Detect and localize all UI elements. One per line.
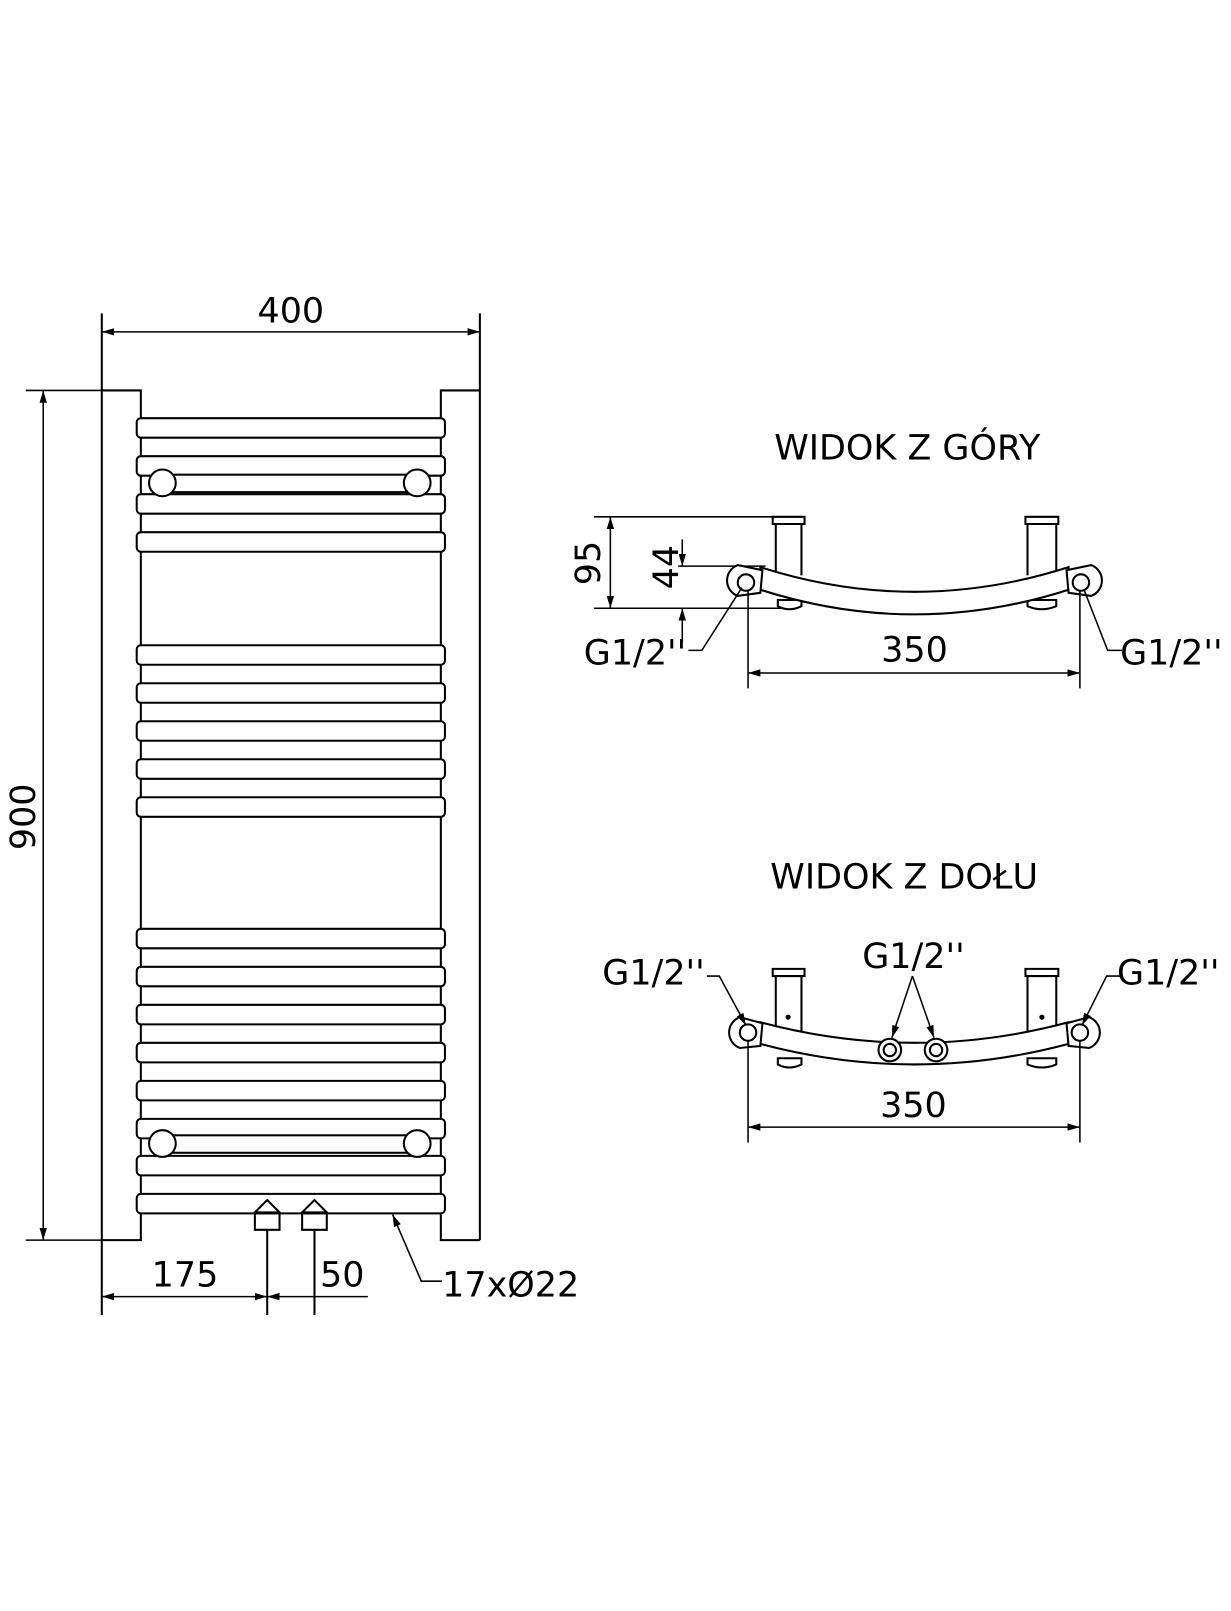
heating-tube bbox=[135, 644, 446, 666]
height-dimension: 900 bbox=[4, 783, 44, 850]
bottom-middle-connection-label: G1/2'' bbox=[862, 937, 964, 977]
bottom-right-connection-label: G1/2'' bbox=[1117, 953, 1219, 993]
spacing-dimension: 50 bbox=[320, 1255, 364, 1295]
heating-tube bbox=[135, 1154, 446, 1177]
bottom-left-connection-label: G1/2'' bbox=[602, 953, 704, 993]
heating-tube bbox=[135, 682, 446, 704]
heating-tube bbox=[135, 531, 446, 553]
bottom-connection-spacing: 350 bbox=[880, 1086, 947, 1126]
top-view-title: WIDOK Z GÓRY bbox=[774, 426, 1041, 468]
connection-depth-dimension: 44 bbox=[647, 545, 687, 589]
heating-tube bbox=[135, 1041, 446, 1064]
heating-tube bbox=[135, 965, 446, 988]
heating-tube bbox=[135, 455, 446, 477]
heating-tube bbox=[135, 1192, 446, 1215]
towel-bar-top bbox=[148, 468, 432, 498]
heating-tube bbox=[135, 758, 446, 780]
heating-tube bbox=[135, 1079, 446, 1102]
heating-tube bbox=[135, 796, 446, 818]
depth-dimension: 95 bbox=[569, 541, 609, 585]
towel-bar-bottom bbox=[148, 1129, 432, 1158]
front-view: 400 900 175 50 17xØ22 bbox=[4, 292, 579, 1316]
right-rail bbox=[439, 313, 481, 1242]
heating-tube bbox=[135, 927, 446, 950]
heating-tubes bbox=[135, 417, 446, 1215]
heating-tube bbox=[135, 1003, 446, 1026]
heating-tube bbox=[135, 720, 446, 742]
bottom-view-title: WIDOK Z DOŁU bbox=[770, 858, 1038, 898]
top-right-connection-label: G1/2'' bbox=[1120, 634, 1222, 674]
heating-tube bbox=[135, 417, 446, 439]
top-left-connection-label: G1/2'' bbox=[584, 634, 686, 674]
offset-dimension: 175 bbox=[152, 1255, 219, 1295]
left-rail bbox=[100, 313, 142, 1316]
top-view: WIDOK Z GÓRY 95 44 350 G1/2'' G1/2'' bbox=[569, 426, 1223, 689]
width-dimension: 400 bbox=[258, 292, 325, 332]
bottom-view: WIDOK Z DOŁU 350 G1/2'' G1/2'' G1/2'' bbox=[602, 858, 1219, 1143]
top-connection-spacing: 350 bbox=[881, 631, 948, 671]
tubes-label: 17xØ22 bbox=[442, 1266, 579, 1306]
heating-tube bbox=[135, 493, 446, 515]
connection-valves bbox=[252, 1198, 330, 1316]
